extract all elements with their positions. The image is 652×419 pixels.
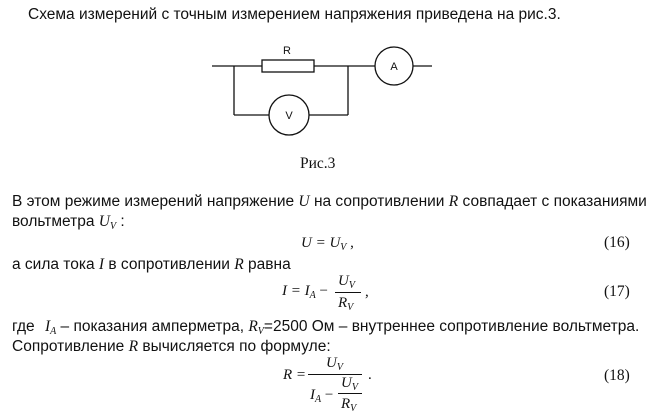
eq16-tail: , bbox=[346, 235, 354, 251]
minus-sign: − bbox=[324, 387, 334, 403]
paragraph-1-line-1: В этом режиме измерений напряжение U на … bbox=[12, 193, 647, 211]
text-fragment: =2500 Ом – внутреннее сопротивление воль… bbox=[263, 318, 640, 335]
resistor-label: R bbox=[283, 45, 291, 57]
equation-18-lhs: R = bbox=[283, 367, 307, 383]
symbol-rv: R bbox=[248, 318, 258, 335]
voltmeter-label: V bbox=[285, 110, 293, 122]
den-symbol: I bbox=[310, 387, 315, 403]
equation-16-number: (16) bbox=[604, 234, 630, 251]
fraction-bar bbox=[335, 292, 361, 293]
symbol-i: I bbox=[98, 256, 105, 273]
eq16-lhs: U = U bbox=[301, 235, 341, 251]
ammeter-label: A bbox=[390, 61, 398, 73]
equation-18-inner-denominator: RV bbox=[341, 396, 356, 414]
resistor bbox=[261, 59, 315, 73]
equation-18-den-part: IA − bbox=[310, 387, 333, 405]
subscript: A bbox=[309, 290, 316, 301]
text-fragment: вычисляется по формуле: bbox=[142, 338, 331, 355]
subscript: A bbox=[50, 326, 57, 337]
equation-18-inner-numerator: UV bbox=[341, 375, 358, 393]
symbol-uv: U bbox=[98, 213, 110, 230]
subscript: V bbox=[351, 382, 358, 393]
text-fragment: Сопротивление bbox=[12, 338, 125, 355]
symbol-r: R bbox=[128, 338, 139, 355]
figure-caption: Рис.3 bbox=[300, 155, 336, 172]
minus-sign: − bbox=[319, 283, 328, 299]
equation-18-tail: . bbox=[368, 367, 372, 383]
text-fragment: равна bbox=[248, 256, 291, 273]
paragraph-2: а сила тока I в сопротивлении R равна bbox=[12, 256, 291, 274]
symbol-r: R bbox=[448, 193, 459, 210]
text-fragment: вольтметра bbox=[12, 213, 95, 230]
circuit-diagram: R A V bbox=[212, 45, 432, 136]
equation-18-numerator: UV bbox=[326, 355, 343, 373]
numerator-symbol: U bbox=[338, 273, 349, 289]
equation-17-tail: , bbox=[365, 284, 369, 300]
equation-16: U = UV , bbox=[301, 234, 354, 257]
inner-denominator-symbol: R bbox=[341, 396, 351, 412]
text-fragment: : bbox=[120, 213, 125, 230]
text-fragment: в сопротивлении bbox=[108, 256, 230, 273]
symbol-ia: I bbox=[44, 318, 51, 335]
numerator-symbol: U bbox=[326, 355, 337, 371]
symbol-u: U bbox=[298, 193, 310, 210]
subscript: A bbox=[315, 394, 322, 405]
inner-numerator-symbol: U bbox=[341, 375, 352, 391]
subscript: V bbox=[340, 242, 347, 253]
eq17-lhs-text: I = I bbox=[282, 283, 310, 299]
fraction-bar-main bbox=[308, 374, 362, 375]
fraction-bar-inner bbox=[338, 393, 362, 394]
paragraph-3: где IA – показания амперметра, RV=2500 О… bbox=[12, 318, 639, 341]
equation-17-denominator: RV bbox=[338, 295, 353, 313]
subscript: V bbox=[257, 326, 264, 337]
text-fragment: на сопротивлении bbox=[313, 193, 445, 210]
text-fragment: а сила тока bbox=[12, 256, 95, 273]
subscript: V bbox=[348, 280, 355, 291]
text-fragment: где bbox=[12, 318, 35, 335]
equation-17-numerator: UV bbox=[338, 273, 355, 291]
paragraph-1-line-2: вольтметра UV : bbox=[12, 213, 125, 236]
subscript: V bbox=[336, 362, 343, 373]
subscript: V bbox=[350, 403, 357, 414]
subscript: V bbox=[347, 302, 354, 313]
equation-17-number: (17) bbox=[604, 283, 630, 300]
text-fragment: совпадает с показаниями bbox=[462, 193, 647, 210]
equation-18-number: (18) bbox=[604, 367, 630, 384]
paragraph-4: Сопротивление R вычисляется по формуле: bbox=[12, 338, 331, 356]
denominator-symbol: R bbox=[338, 295, 348, 311]
intro-text: Схема измерений с точным измерением напр… bbox=[28, 6, 561, 23]
text-fragment: В этом режиме измерений напряжение bbox=[12, 193, 295, 210]
symbol-r: R bbox=[234, 256, 244, 273]
equation-17-lhs: I = IA − bbox=[282, 283, 328, 301]
subscript: V bbox=[109, 221, 117, 232]
text-fragment: – показания амперметра, bbox=[60, 318, 245, 335]
